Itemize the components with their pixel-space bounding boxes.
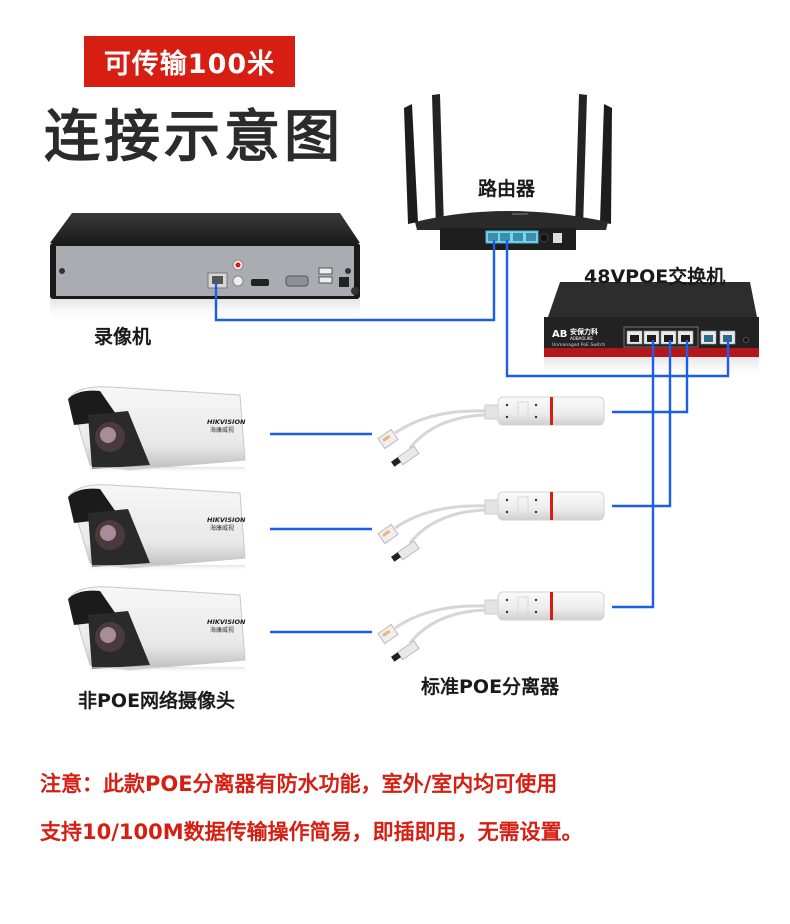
router-top [415,211,608,230]
nvr-label: 录像机 [94,326,152,348]
router-reset-button [539,233,549,243]
nvr-power-port [339,277,349,287]
router-lan-ports [485,230,539,244]
nvr-hdmi-port [251,279,269,286]
router-antennas [404,94,612,228]
nvr-usb-port [318,267,333,275]
switch-brand-latin: AOBAOLIKE [570,336,593,341]
router-power-port [553,233,562,243]
note-plug-and-play: 支持10/100M数据传输操作简易，即插即用，无需设置。 [40,820,583,844]
poe-splitter [377,396,605,467]
router-label: 路由器 [478,178,536,200]
splitters [377,396,605,662]
splitter-red-ring [550,492,553,520]
nvr-top [50,213,360,243]
poe-switch: AB 安保力科 AOBAOLIKE Unmanaged PoE Switch [544,282,759,379]
note-waterproof: 注意：此款POE分离器有防水功能，室外/室内均可使用 [40,772,558,796]
camera-brand-cn: 海康威视 [210,626,234,634]
switch-red-strip [544,348,759,357]
splitter-red-ring [550,397,553,425]
camera-brand-cn: 海康威视 [210,426,234,434]
nvr-audio-out [232,275,244,287]
cable-switch-port2-to-splitter3 [612,340,655,609]
nvr-back-panel [56,246,354,296]
camera-brand-cn: 海康威视 [210,524,234,532]
switch-poe-port-group [623,326,699,348]
camera-brand: HIKVISION [207,418,246,426]
camera-brand: HIKVISION [207,516,246,524]
camera-brand: HIKVISION [207,618,246,626]
nvr-vga-port [285,275,309,287]
router [404,94,612,250]
cable-router-to-switch-uplink [505,240,730,378]
camera-lens-icon [100,427,116,443]
camera-lens-icon [100,627,116,643]
switch-label: 48VPOE交换机 [584,266,726,288]
poe-splitter [377,591,605,662]
cable-nvr-to-router [214,240,496,322]
splitter-red-ring [550,592,553,620]
switch-logo-icon: AB [552,329,567,340]
camera-lens-icon [100,525,116,541]
range-badge: 可传输100米 [84,36,295,87]
poe-splitter [377,491,605,562]
nvr [50,213,360,323]
page-title: 连接示意图 [44,105,344,170]
network-cables [214,240,730,634]
camera-label: 非POE网络摄像头 [78,690,236,712]
switch-subtitle: Unmanaged PoE Switch [552,342,605,348]
switch-brand: 安保力科 [570,327,598,336]
cable-switch-port4-to-splitter1 [612,340,689,414]
nvr-audio-in [235,262,241,268]
switch-top [548,282,757,317]
splitter-label: 标准POE分离器 [421,676,560,698]
cable-switch-port3-to-splitter2 [612,340,672,508]
